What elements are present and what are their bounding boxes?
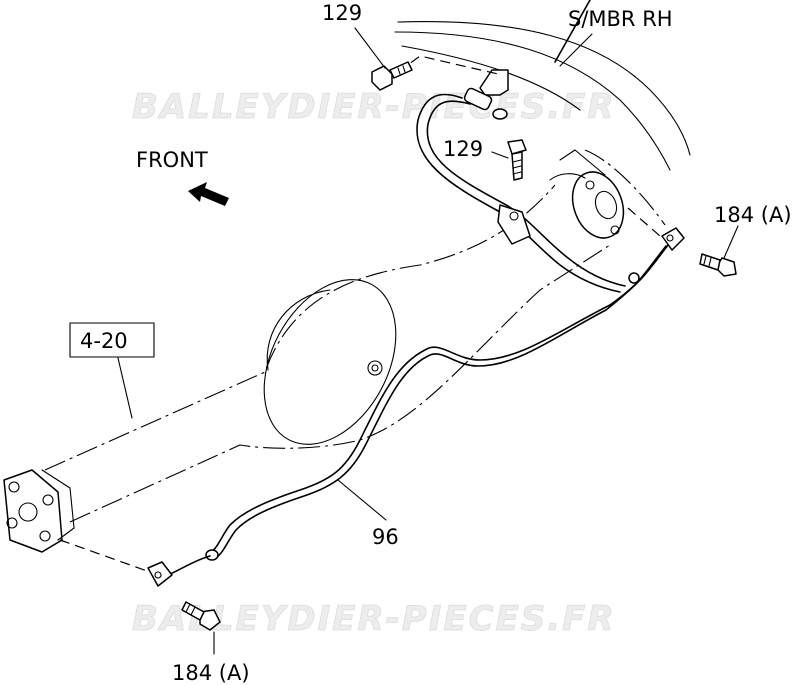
left-speed-sensor (59, 539, 173, 587)
cable-96 (167, 239, 673, 576)
bolt-184-bottom (181, 601, 221, 631)
axle-housing (44, 149, 666, 523)
leader-lines (117, 27, 739, 655)
bolt-129-mid (507, 139, 527, 181)
front-label: FRONT (136, 148, 208, 172)
label-184-right: 184 (A) (714, 203, 792, 227)
watermark-bottom: BALLEYDIER-PIECES.FR (132, 599, 616, 639)
label-184-bottom: 184 (A) (172, 661, 250, 685)
front-arrow-icon (188, 182, 229, 206)
watermark-top: BALLEYDIER-PIECES.FR (132, 87, 616, 127)
label-side-member: S/MBR RH (568, 7, 673, 31)
label-129-top: 129 (322, 1, 362, 25)
right-speed-sensor (627, 207, 685, 251)
label-cable: 96 (372, 525, 399, 549)
left-hub-flange (3, 469, 75, 553)
label-reference: 4-20 (80, 329, 128, 353)
bolt-129-top (371, 61, 413, 91)
bolt-184-right (699, 253, 737, 277)
right-hub-flange (549, 149, 625, 239)
reference-box (69, 322, 155, 358)
label-129-mid: 129 (443, 137, 483, 161)
sensor-harness-upper (416, 87, 626, 293)
